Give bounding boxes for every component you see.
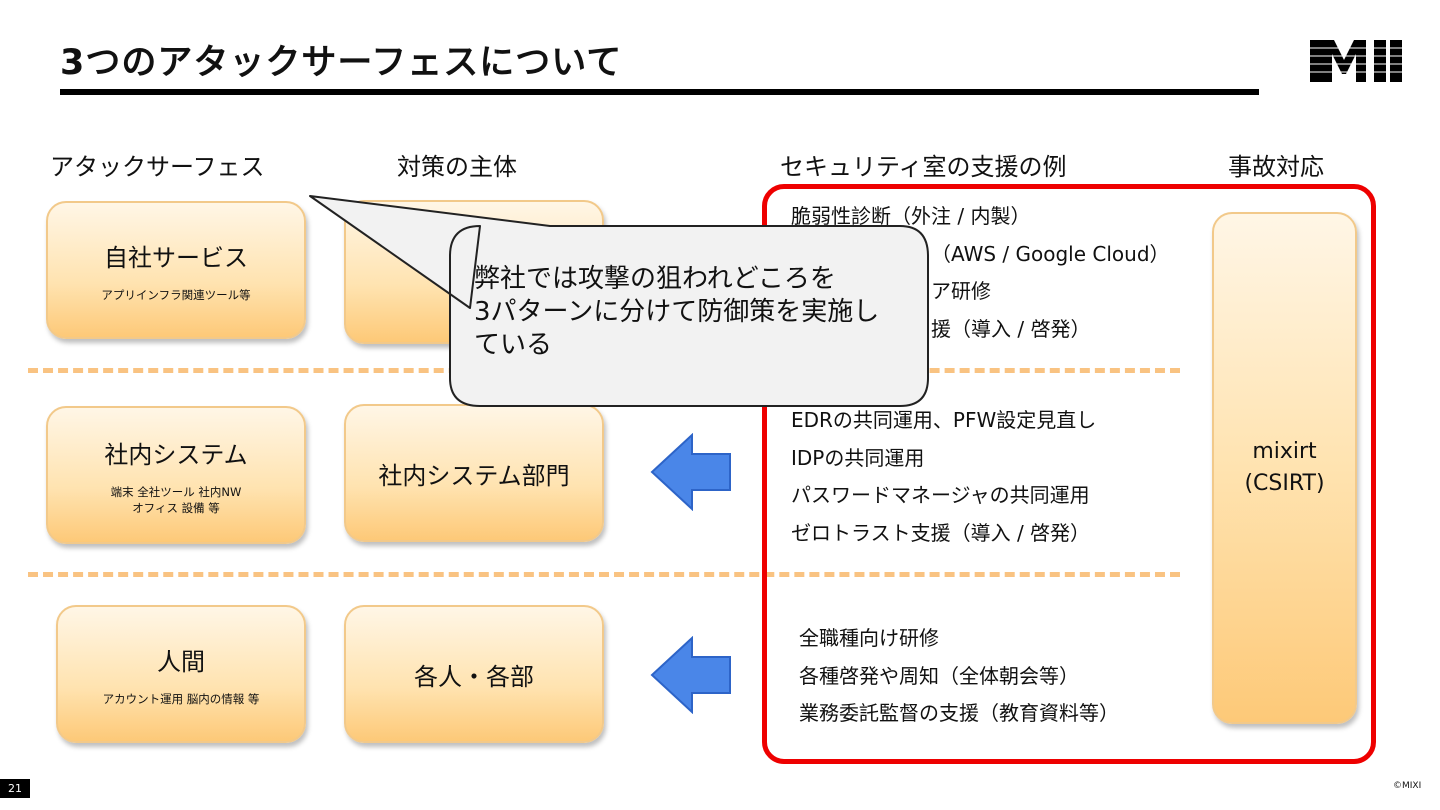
incident-response-box: mixirt (CSIRT) [1212, 212, 1357, 724]
callout-line: 3パターンに分けて防御策を実施し [474, 297, 880, 327]
support-list-service: 脆弱性診断（外注 / 内製） （AWS / Google Cloud） ア研修 … [791, 198, 1170, 348]
support-item: ゼロトラスト支援（導入 / 啓発） [791, 520, 1091, 545]
header-owner: 対策の主体 [397, 153, 517, 181]
callout-line: 弊社では攻撃の狙われどころを [474, 264, 836, 294]
support-item: （AWS / Google Cloud） [931, 241, 1170, 266]
arrow-left-icon [650, 433, 731, 511]
support-list-human: 全職種向け研修 各種啓発や周知（全体朝会等） 業務委託監督の支援（教育資料等） [799, 620, 1119, 733]
surface-label: 社内システム [104, 440, 248, 469]
surface-box-internal: 社内システム 端末 全社ツール 社内NW オフィス 設備 等 [46, 406, 306, 544]
mixi-logo [1310, 40, 1402, 82]
surface-sublabel-line: 端末 全社ツール 社内NW [110, 484, 242, 499]
surface-sublabel: アプリインフラ関連ツール等 [101, 287, 251, 302]
header-support: セキュリティ室の支援の例 [780, 153, 1067, 181]
owner-label: 社内システム部門 [378, 461, 570, 490]
support-list-internal: EDRの共同運用、PFW設定見直し IDPの共同運用 パスワードマネージャの共同… [791, 402, 1096, 552]
copyright: ©MIXI [1393, 781, 1422, 791]
callout-line: ている [474, 330, 553, 360]
surface-label: 人間 [157, 647, 205, 676]
callout-text: 弊社では攻撃の狙われどころを 3パターンに分けて防御策を実施し ている [474, 263, 879, 362]
surface-sublabel-line: オフィス 設備 等 [132, 500, 220, 515]
owner-box-internal: 社内システム部門 [344, 404, 604, 542]
arrow-left-icon [650, 636, 731, 714]
incident-team-type: (CSIRT) [1244, 471, 1325, 496]
support-item: IDPの共同運用 [791, 445, 925, 470]
support-item: パスワードマネージャの共同運用 [791, 483, 1090, 507]
owner-label: 各人・各部 [414, 662, 534, 691]
surface-label: 自社サービス [104, 243, 248, 272]
surface-box-service: 自社サービス アプリインフラ関連ツール等 [46, 201, 306, 339]
support-item: 援（導入 / 啓発） [931, 316, 1091, 341]
support-item: EDRの共同運用、PFW設定見直し [791, 408, 1097, 432]
row-divider [28, 572, 1180, 577]
support-item: 各種啓発や周知（全体朝会等） [799, 663, 1079, 688]
support-item: ア研修 [931, 279, 991, 303]
support-frame [762, 184, 1376, 764]
surface-sublabel: アカウント運用 脳内の情報 等 [102, 691, 260, 706]
surface-box-human: 人間 アカウント運用 脳内の情報 等 [56, 605, 306, 743]
incident-team-name: mixirt [1252, 439, 1317, 464]
owner-box-human: 各人・各部 [344, 605, 604, 743]
speech-callout [309, 195, 929, 407]
header-attack-surface: アタックサーフェス [50, 153, 265, 181]
support-item: 脆弱性診断（外注 / 内製） [791, 204, 1031, 228]
header-incident: 事故対応 [1228, 153, 1324, 181]
surface-sublabel: 端末 全社ツール 社内NW オフィス 設備 等 [111, 484, 242, 516]
support-item: 全職種向け研修 [799, 626, 939, 650]
page-number: 21 [0, 779, 30, 798]
support-item: 業務委託監督の支援（教育資料等） [799, 701, 1119, 725]
title-underline [60, 89, 1259, 95]
slide-title: 3つのアタックサーフェスについて [60, 43, 623, 83]
